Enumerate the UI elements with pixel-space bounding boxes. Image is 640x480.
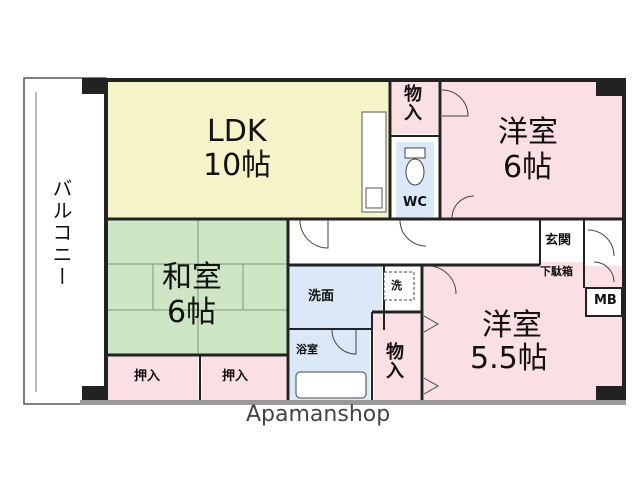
closet-right-label: 押入 [222, 369, 249, 384]
balcony-area [23, 77, 107, 405]
washer-label: 洗 [391, 279, 402, 292]
western-a-size: 6帖 [503, 150, 553, 185]
western-b-name: 洋室 [482, 308, 542, 343]
shoe-box-label: 下駄箱 [540, 265, 573, 278]
brand-logo: Apamanshop [246, 402, 391, 427]
bath-label: 浴室 [296, 343, 318, 356]
closet-right [202, 356, 286, 400]
shoe-box [538, 262, 584, 284]
japanese-size: 6帖 [167, 295, 217, 330]
storage-top-label: 物 入 [404, 84, 422, 124]
balcony-label: バルコニー [49, 178, 73, 288]
western-b-size: 5.5帖 [470, 341, 548, 376]
ldk-name: LDK [207, 114, 267, 149]
ldk-room [108, 82, 390, 218]
entrance-label: 玄関 [545, 233, 572, 248]
storage-mid [374, 314, 420, 400]
meter-box-label: MB [594, 293, 617, 308]
washroom-label: 洗面 [308, 289, 335, 304]
closet-left [108, 356, 198, 400]
washroom [290, 266, 382, 328]
closet-left-label: 押入 [134, 369, 161, 384]
western-room-a [442, 82, 622, 218]
storage-top [392, 82, 438, 134]
hallway [290, 220, 540, 264]
wc-label: WC [403, 195, 427, 210]
western-a-name: 洋室 [498, 115, 558, 150]
storage-mid-label: 物 入 [386, 342, 404, 382]
japanese-name: 和室 [162, 260, 222, 295]
ldk-size: 10帖 [203, 148, 272, 183]
